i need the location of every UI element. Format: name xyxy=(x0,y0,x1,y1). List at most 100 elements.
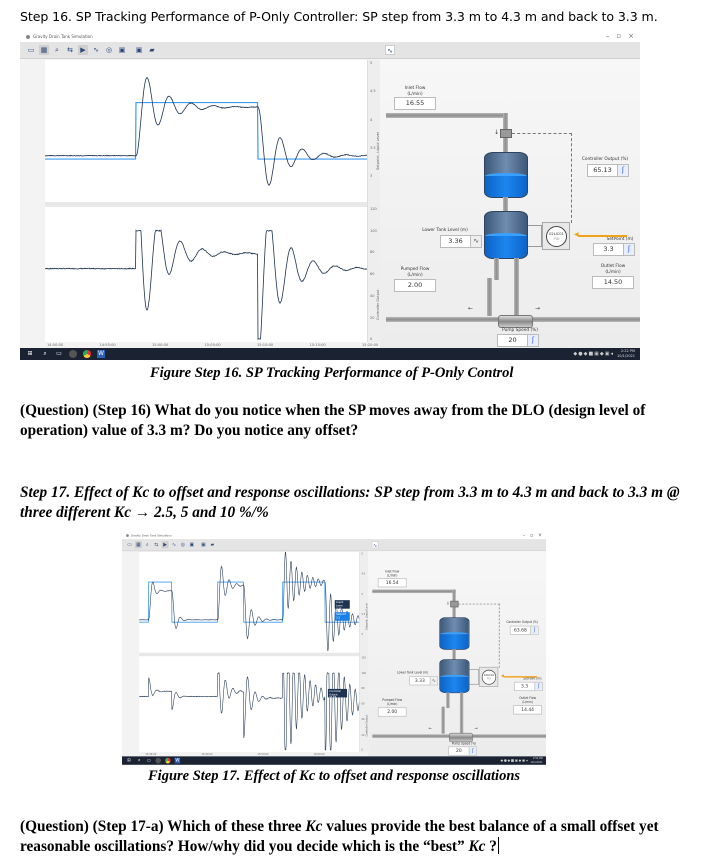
task-view-icon[interactable]: ▭ xyxy=(56,350,62,357)
tooltip-label: Setpoint xyxy=(336,612,347,616)
app-taskbar-icon[interactable] xyxy=(155,757,161,764)
text-cursor xyxy=(497,837,499,854)
chrome-icon[interactable] xyxy=(83,350,91,358)
maximize-button[interactable]: ▫ xyxy=(529,532,534,538)
liquid-level-series xyxy=(45,76,367,186)
search-icon[interactable]: ⌕ xyxy=(137,757,141,763)
flow-arrow-icon: ↓ xyxy=(446,600,450,606)
outlet-pipe xyxy=(459,734,547,738)
output-axis-tick: 100 xyxy=(370,228,377,233)
save-icon[interactable]: ▣ xyxy=(189,541,195,548)
zoom-icon[interactable]: ⌕ xyxy=(145,541,149,548)
output-axis-tick: 0 xyxy=(370,337,373,342)
monitor-icon[interactable]: ▭ xyxy=(27,46,35,54)
lower-tank-level-value: 3.33 xyxy=(414,677,425,684)
step-icon[interactable]: ʃ xyxy=(623,244,634,255)
pump-suction-pipe xyxy=(494,258,499,280)
question-step17a[interactable]: (Question) (Step 17-a) Which of these th… xyxy=(20,817,680,857)
monitor-icon[interactable]: ▭ xyxy=(127,541,132,548)
inlet-valve-icon[interactable] xyxy=(500,129,512,138)
pumped-flow-value: 2.00 xyxy=(377,707,407,717)
trend-icon[interactable]: ∿ xyxy=(371,541,379,549)
folder-icon[interactable]: ▰ xyxy=(149,46,155,54)
output-axis-tick: 80 xyxy=(370,250,375,255)
wave-icon[interactable]: ∿ xyxy=(93,46,99,54)
lower-tank xyxy=(439,659,470,694)
level-axis-tick: 4 xyxy=(370,117,373,122)
minimize-button[interactable]: – xyxy=(522,532,526,538)
output-axis-tick: 60 xyxy=(361,702,365,706)
trend-icon[interactable]: ∿ xyxy=(429,676,438,685)
export-icon[interactable]: ▣ xyxy=(135,46,143,54)
level-axis-tick: 4.5 xyxy=(370,89,376,94)
play-icon[interactable]: ▶ xyxy=(78,45,88,55)
maximize-button[interactable]: ▫ xyxy=(616,32,622,40)
zoom-icon[interactable]: ⌕ xyxy=(55,46,59,54)
controller-output-value: 63.68 xyxy=(514,627,527,633)
level-axis-tick: 3.5 xyxy=(361,612,366,616)
level-axis-tick: 3.5 xyxy=(370,145,376,150)
share-icon[interactable]: ⇆ xyxy=(154,541,159,548)
play-icon[interactable]: ▶ xyxy=(161,541,169,549)
step-icon[interactable]: ʃ xyxy=(617,165,628,176)
system-tray-icons[interactable]: ◆●◆■▣◆▣◂ xyxy=(500,758,529,763)
lower-tank-level-field: 3.36∿ xyxy=(440,235,482,248)
windows-start-icon[interactable]: ⊞ xyxy=(127,757,131,763)
connecting-pipe xyxy=(503,197,508,213)
trend-icon[interactable]: ∿ xyxy=(470,236,481,247)
output-axis-tick: 100 xyxy=(361,671,366,675)
gauge-icon[interactable]: ◎ xyxy=(180,541,185,548)
time-axis-label: 15:40:00 xyxy=(201,752,213,756)
word-icon[interactable]: W xyxy=(97,350,105,358)
app-taskbar-icon[interactable] xyxy=(69,350,77,358)
windows-start-icon[interactable]: ⊞ xyxy=(27,350,33,357)
output-axis-tick: 80 xyxy=(361,687,365,690)
word-icon[interactable]: W xyxy=(174,757,181,764)
grid-icon[interactable]: ▦ xyxy=(39,45,49,55)
lower-tank-level-label: Lower Tank Level (m) xyxy=(397,671,429,675)
gauge-icon[interactable]: ◎ xyxy=(105,46,113,54)
folder-icon[interactable]: ▰ xyxy=(210,541,215,548)
outlet-pipe xyxy=(514,258,519,322)
share-icon[interactable]: ⇆ xyxy=(67,46,73,54)
search-icon[interactable]: ⌕ xyxy=(43,350,47,357)
lower-tank-water xyxy=(485,233,527,258)
pump-suction-pipe xyxy=(441,706,445,734)
step-icon[interactable]: ʃ xyxy=(468,747,477,755)
save-icon[interactable]: ▣ xyxy=(118,46,126,54)
close-button[interactable]: × xyxy=(537,532,542,538)
inlet-valve-icon[interactable] xyxy=(450,600,459,608)
step-icon[interactable]: ʃ xyxy=(534,682,542,691)
trend-icon[interactable]: ∿ xyxy=(385,45,395,55)
chrome-icon[interactable] xyxy=(165,757,171,764)
close-button[interactable]: × xyxy=(628,32,634,40)
wave-icon[interactable]: ∿ xyxy=(171,541,176,548)
task-view-icon[interactable]: ▭ xyxy=(146,757,151,763)
system-tray-icons[interactable]: ◆●◆■▣◆▣◂ xyxy=(573,351,614,357)
step-icon[interactable]: ʃ xyxy=(527,335,538,346)
time-axis-label: 14:50:00 xyxy=(47,343,64,347)
grid-icon[interactable]: ▦ xyxy=(134,541,142,549)
minimize-button[interactable]: – xyxy=(605,32,610,40)
step-icon[interactable]: ʃ xyxy=(530,626,538,635)
upper-tank-water xyxy=(440,632,469,650)
toolbar: ▭ ▦ ⌕ ⇆ ▶ ∿ ◎ ▣ ▣ ▰ ∿ xyxy=(20,42,640,59)
controller-output-series xyxy=(45,229,367,341)
export-icon[interactable]: ▣ xyxy=(201,541,206,548)
pumped-flow-value: 2.00 xyxy=(394,279,436,292)
inlet-flow-label: Inlet Flow(L/min) xyxy=(385,570,400,578)
